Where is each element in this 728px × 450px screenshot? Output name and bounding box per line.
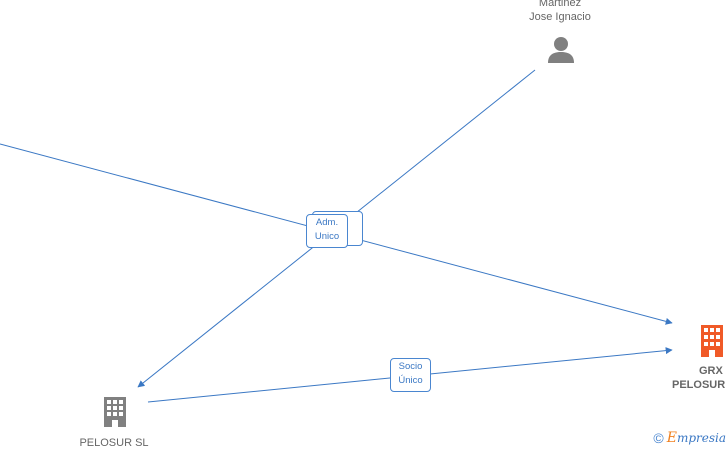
socio-unico-line1: Socio	[398, 361, 423, 372]
building-icon[interactable]	[698, 324, 726, 358]
martinez-name-line1: Martinez	[538, 0, 582, 9]
node-label-grx-pelosur: GRX PELOSUR	[668, 364, 728, 392]
copyright-symbol: ©	[653, 430, 664, 446]
person-icon[interactable]	[546, 36, 576, 64]
adm-unico-line1: Adm.	[315, 217, 339, 228]
empresia-logo-initial: E	[666, 430, 677, 446]
empresia-watermark[interactable]: © E mpresia	[653, 430, 726, 446]
adm-unico-line2: Unico	[314, 231, 340, 242]
building-icon[interactable]	[101, 396, 129, 428]
node-label-pelosur-sl: PELOSUR SL	[79, 437, 149, 449]
grx-name-line1: GRX	[699, 365, 723, 377]
empresia-logo-text: mpresia	[676, 431, 726, 445]
node-label-martinez: Martinez Jose Ignacio	[505, 0, 615, 24]
martinez-name-line2: Jose Ignacio	[529, 11, 591, 23]
edge-label-socio-unico[interactable]: Socio Único	[390, 358, 431, 392]
edge-label-adm-unico[interactable]: Adm. Unico	[306, 214, 348, 248]
socio-unico-line2: Único	[398, 375, 423, 386]
grx-name-line2: PELOSUR	[672, 379, 726, 391]
